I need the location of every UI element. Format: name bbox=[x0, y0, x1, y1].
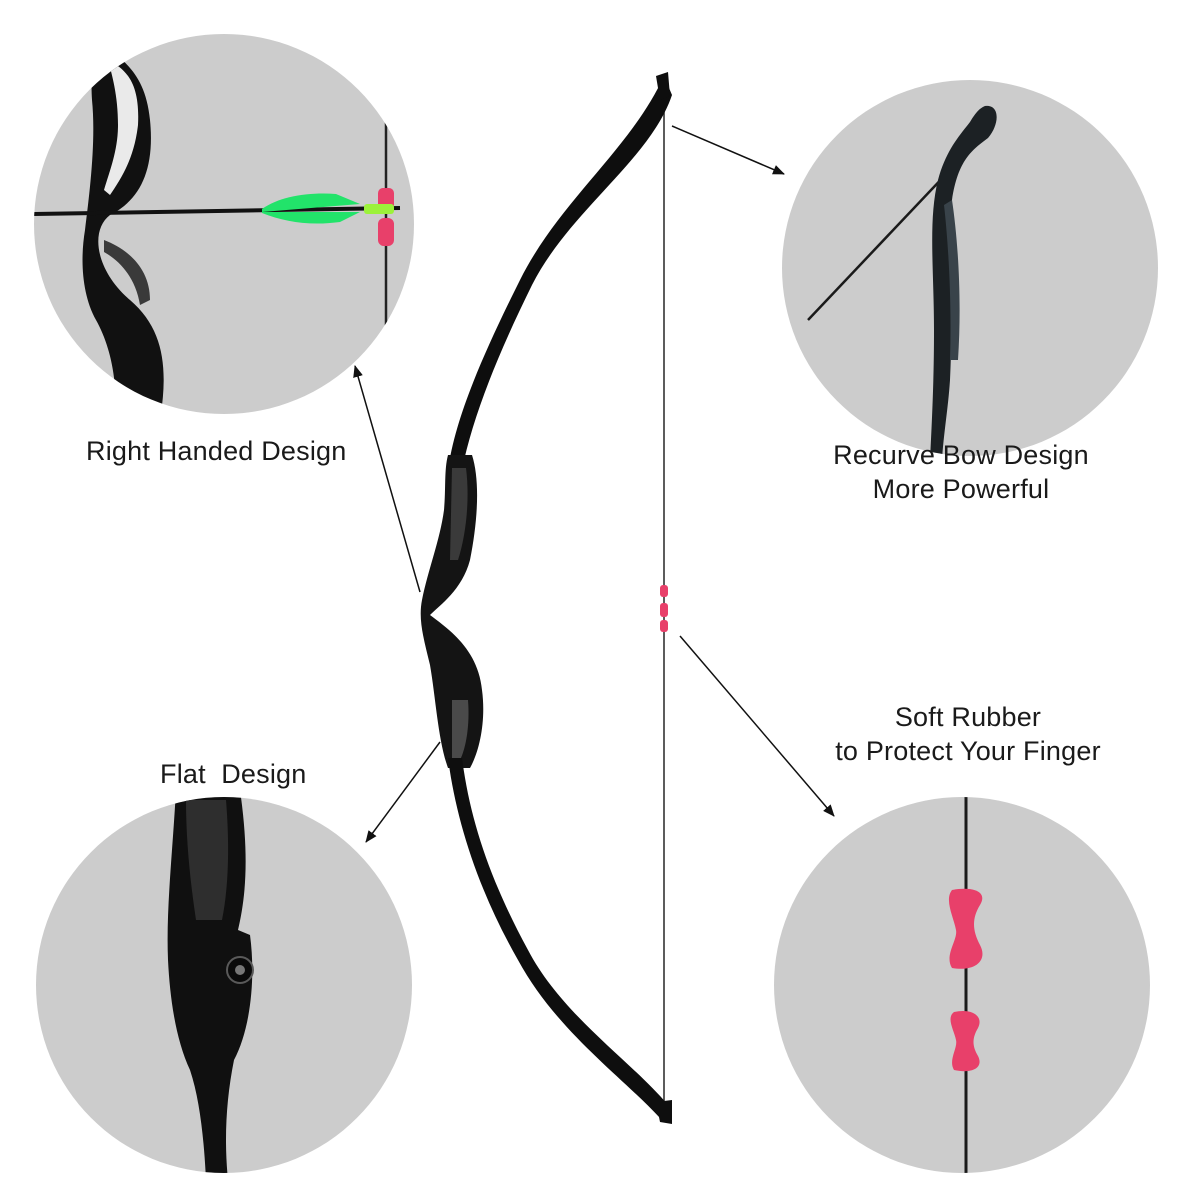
arrow-recurve-icon bbox=[671, 125, 785, 175]
lower-limb-tip bbox=[656, 1100, 672, 1124]
label-rubber: Soft Rubber to Protect Your Finger bbox=[826, 700, 1110, 768]
detail-circle-recurve-tip bbox=[782, 80, 1158, 456]
detail-circle-string-rubber bbox=[774, 797, 1150, 1173]
detail-circle-flat-riser bbox=[36, 797, 412, 1173]
label-rubber-line-1: Soft Rubber bbox=[894, 702, 1042, 732]
lower-limb bbox=[448, 758, 668, 1118]
label-rubber-line-2: to Protect Your Finger bbox=[835, 736, 1101, 766]
label-recurve-line-1: Recurve Bow Design bbox=[833, 440, 1089, 470]
riser bbox=[420, 455, 484, 768]
label-flat-line: Flat Design bbox=[160, 759, 307, 789]
label-flat: Flat Design bbox=[160, 757, 306, 791]
label-recurve-line-2: More Powerful bbox=[872, 474, 1050, 504]
upper-limb bbox=[448, 76, 672, 470]
main-bow bbox=[420, 72, 672, 1124]
label-right-handed: Right Handed Design bbox=[86, 434, 346, 468]
arrow-flat-icon bbox=[365, 741, 441, 843]
detail-circle-grip bbox=[34, 34, 414, 414]
label-right-handed-line: Right Handed Design bbox=[86, 436, 347, 466]
label-recurve: Recurve Bow Design More Powerful bbox=[826, 438, 1096, 506]
upper-limb-tip bbox=[656, 72, 670, 100]
riser-highlight bbox=[450, 468, 468, 560]
arrow-rubber-icon bbox=[679, 635, 835, 817]
arrow-right-handed-icon bbox=[353, 365, 421, 593]
string-rubber-small bbox=[660, 585, 668, 632]
riser-highlight-lower bbox=[452, 700, 469, 760]
